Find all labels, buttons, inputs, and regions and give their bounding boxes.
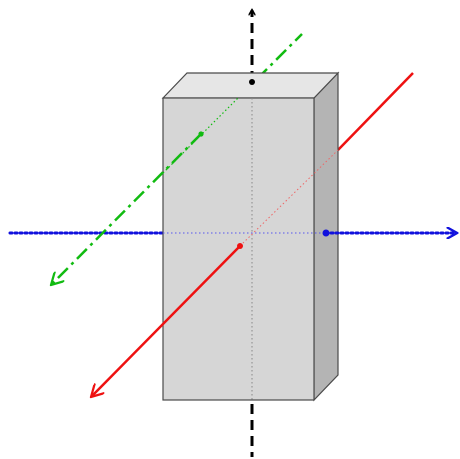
green-axis-lower-segment [52,133,202,284]
blue-axis-point [322,229,330,237]
red-axis-point [237,243,243,249]
red-axis-lower-segment [92,245,241,396]
vertical-axis-point [249,79,255,85]
green-axis-point [198,131,204,137]
box-top-face [161,72,340,99]
green-axis-upper-segment [237,33,303,99]
red-axis-upper-segment [337,72,414,151]
red-axis-hidden-line [239,149,339,247]
